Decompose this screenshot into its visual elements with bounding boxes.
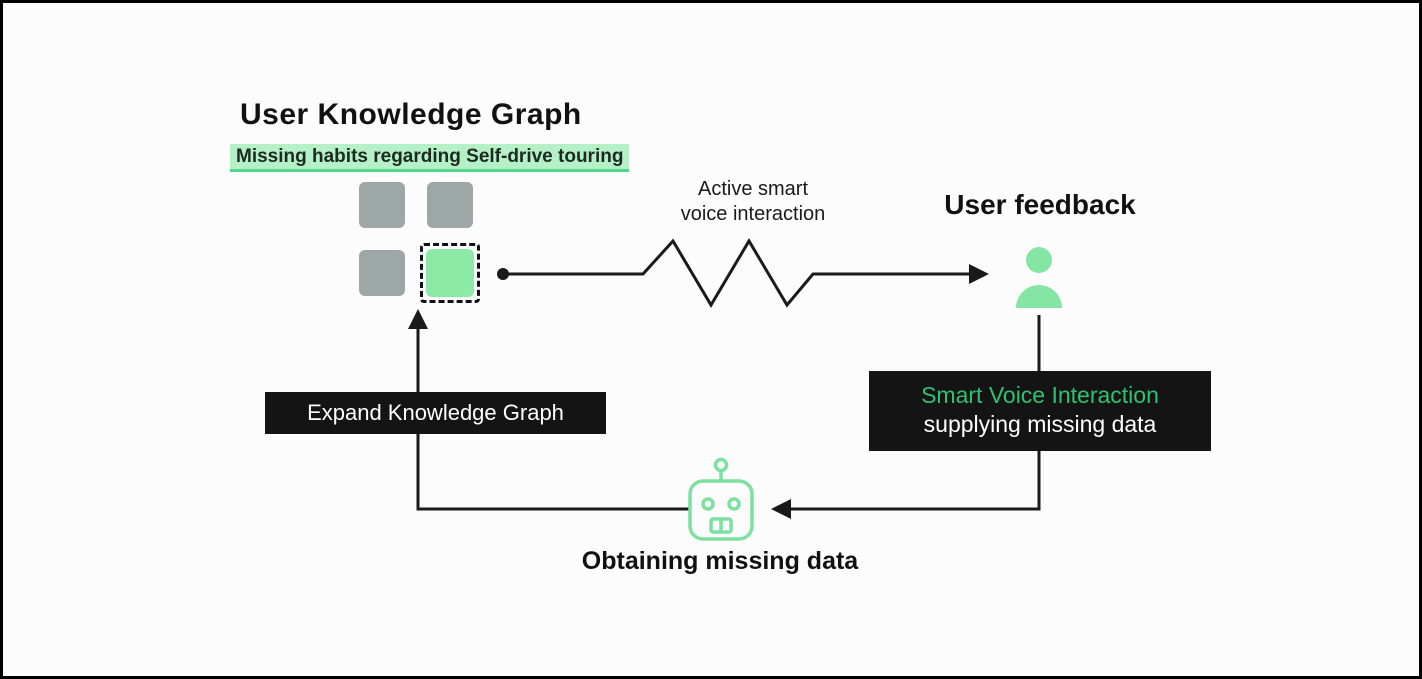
missing-node-dashed-outline	[420, 243, 480, 303]
missing-node-square	[426, 249, 474, 297]
graph-node-square	[359, 182, 405, 228]
connector-layer	[408, 238, 1062, 519]
arrowhead-left	[771, 499, 791, 519]
user-feedback-title: User feedback	[944, 189, 1136, 220]
arrowhead-up	[408, 309, 428, 329]
knowledge-graph-title: User Knowledge Graph	[240, 98, 582, 131]
arrowhead-right	[969, 264, 989, 284]
missing-habits-highlight: Missing habits regarding Self-drive tour…	[230, 144, 630, 172]
graph-node-square	[359, 250, 405, 296]
robot-icon	[688, 457, 754, 541]
obtaining-missing-data-label: Obtaining missing data	[581, 547, 859, 575]
smart-voice-interaction-box: Smart Voice Interaction supplying missin…	[869, 371, 1211, 451]
connector-zigzag	[503, 238, 971, 308]
connector-box-to-robot	[789, 451, 1041, 511]
user-icon	[1016, 247, 1062, 308]
expand-knowledge-graph-box: Expand Knowledge Graph	[265, 392, 606, 434]
supplying-missing-data-label: supplying missing data	[923, 411, 1157, 437]
connector-robot-to-graph	[416, 327, 690, 511]
smart-voice-interaction-label: Smart Voice Interaction	[921, 382, 1159, 408]
zigzag-connector-label: Active smart voice interaction	[680, 178, 826, 225]
graph-node-square	[427, 182, 473, 228]
